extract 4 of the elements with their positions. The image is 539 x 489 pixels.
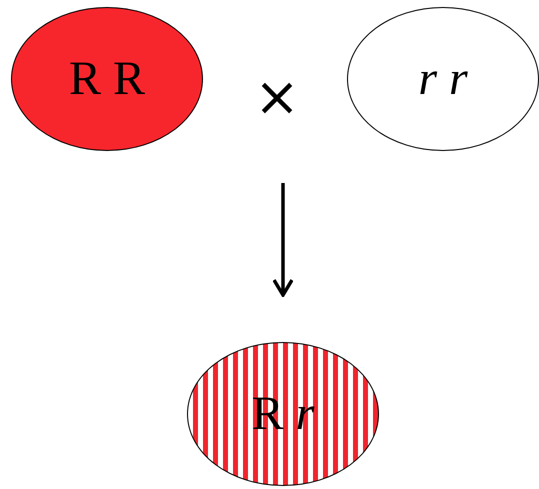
genotype-text: r r [418,55,468,103]
cross-symbol: × [254,70,300,124]
arrow [272,183,294,297]
genotype-text: R R [68,55,146,103]
